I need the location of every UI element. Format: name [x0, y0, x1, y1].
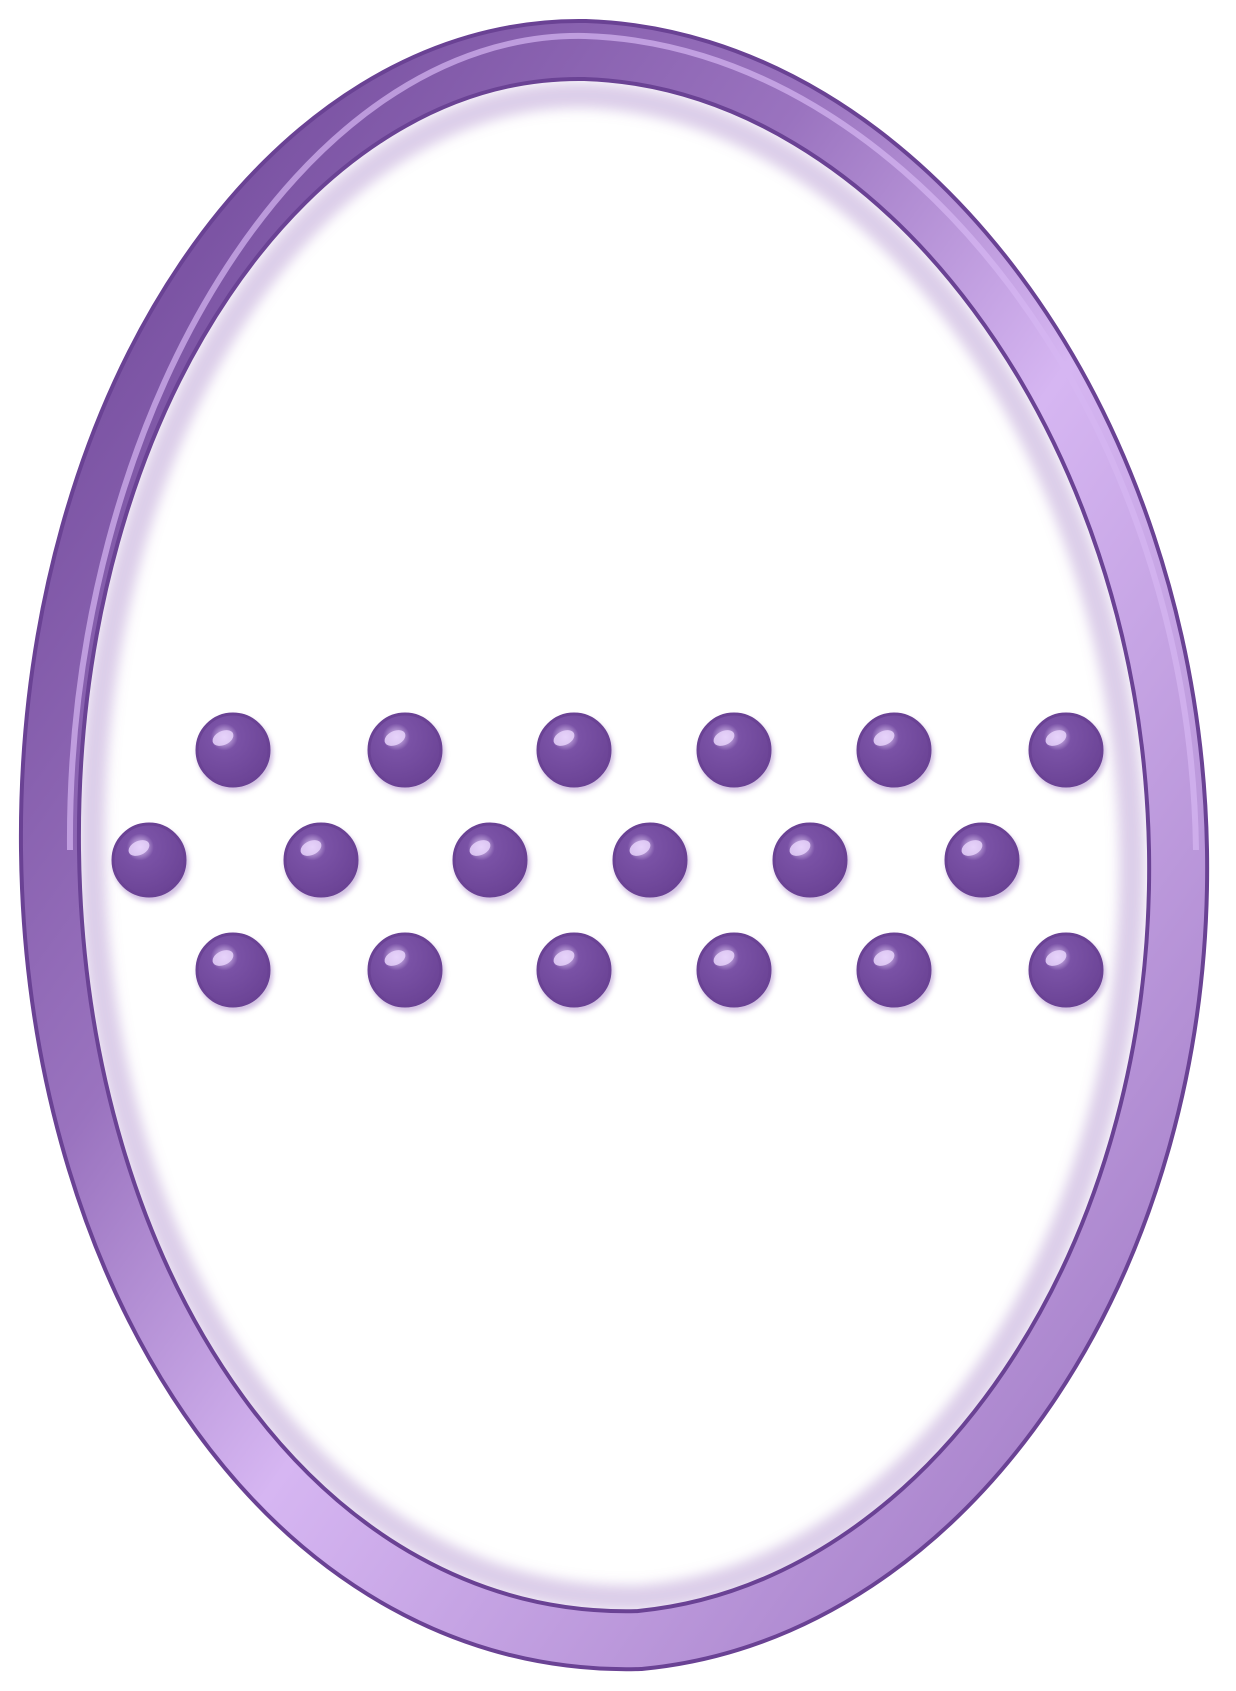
bead-middle-5: [772, 822, 850, 902]
bead-top-6: [1028, 712, 1106, 792]
bead-bottom-5: [856, 932, 934, 1012]
bead-middle-6: [944, 822, 1022, 902]
bead-bottom-6: [1028, 932, 1106, 1012]
bead-middle-4: [612, 822, 690, 902]
bead-top-3: [536, 712, 614, 792]
egg-frame-ring: [18, 18, 1210, 1672]
frame-glow: [78, 81, 1146, 1612]
bead-middle-2: [283, 822, 361, 902]
bead-bottom-3: [536, 932, 614, 1012]
bead-middle-1: [111, 822, 189, 902]
bead-top-4: [696, 712, 774, 792]
bead-bottom-4: [696, 932, 774, 1012]
bead-bottom-1: [195, 932, 273, 1012]
bead-top-5: [856, 712, 934, 792]
bead-band: [111, 712, 1106, 1012]
bead-top-2: [367, 712, 445, 792]
bead-middle-3: [452, 822, 530, 902]
bead-bottom-2: [367, 932, 445, 1012]
bead-top-1: [195, 712, 273, 792]
